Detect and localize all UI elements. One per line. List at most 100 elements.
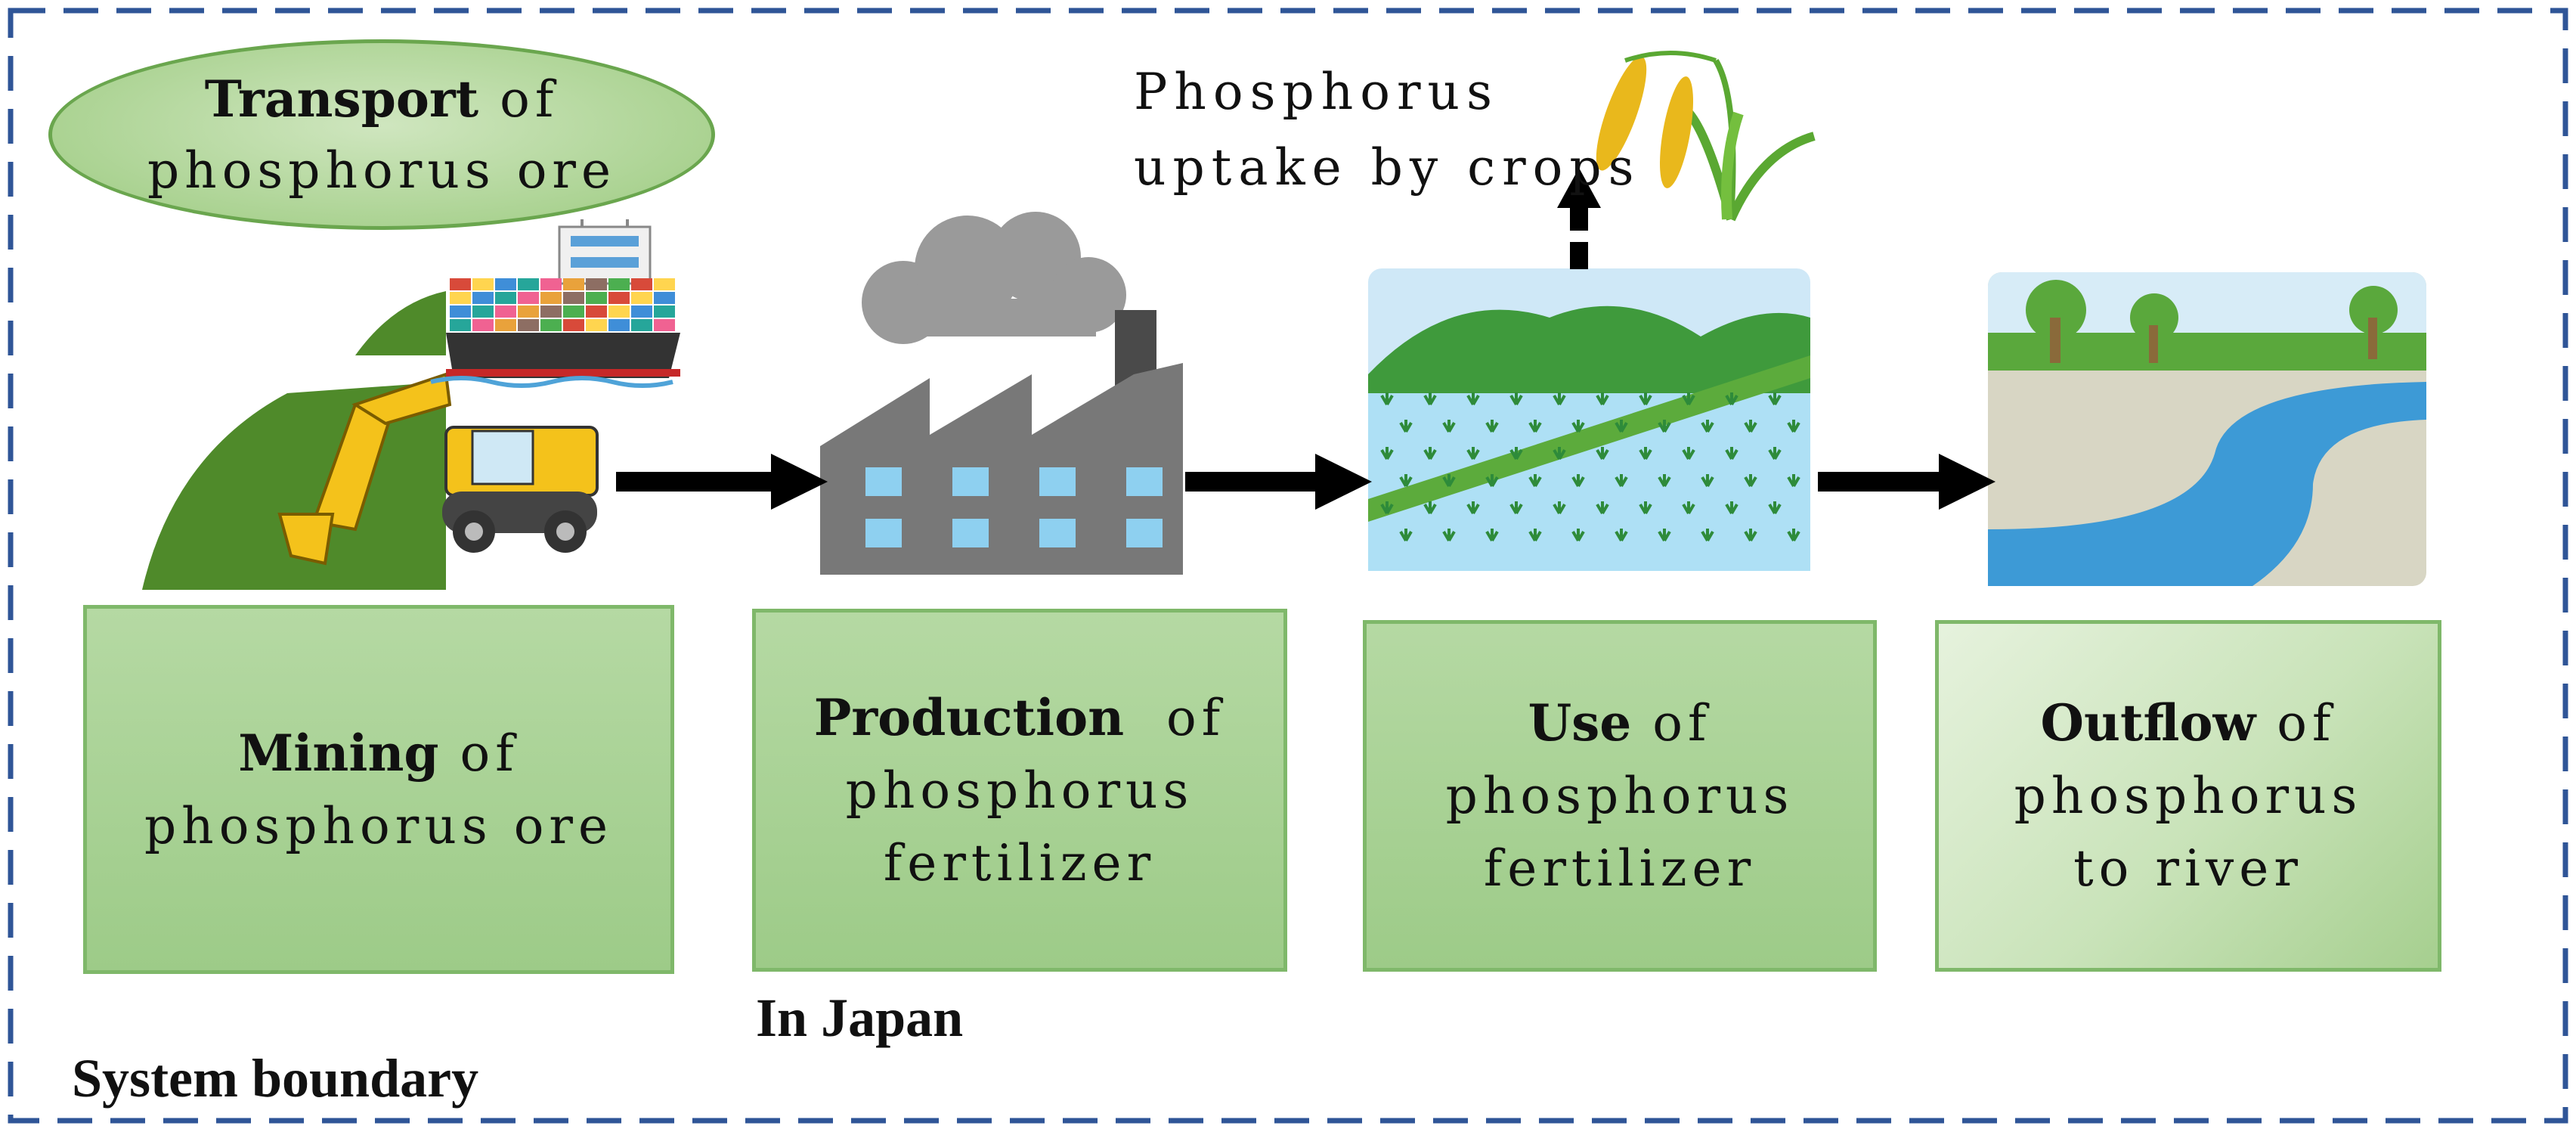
rice-sprout [1571,474,1585,488]
rice-sprout [1466,447,1480,461]
river-icon [1988,272,2426,586]
region-label: In Japan [756,988,964,1048]
container-block [495,305,516,318]
rice-sprout [1658,529,1671,542]
container-block [631,292,652,304]
rice-sprout [1553,447,1566,461]
rice-sprout [1768,392,1782,406]
factory-window [952,519,989,547]
container-block [631,278,652,290]
rice-sprout [1701,474,1714,488]
factory-window [1039,519,1076,547]
rice-sprout [1615,529,1628,542]
rice-sprout [1553,392,1566,406]
factory-window [1039,467,1076,496]
rice-sprout [1571,529,1585,542]
rice-sprout [1682,501,1695,515]
rice-sprout [1639,501,1652,515]
rice-sprout [1380,392,1394,406]
container-block [563,319,584,331]
rice-sprout [1744,529,1757,542]
rice-sprout [1423,501,1437,515]
container-block [495,319,516,331]
container-block [518,319,539,331]
rice-plant-icon [1596,51,1816,222]
rice-sprout [1466,501,1480,515]
cargo-ship-icon [430,219,680,388]
system-boundary-label: System boundary [72,1048,479,1109]
rice-sprout [1787,474,1800,488]
rice-sprout [1658,420,1671,433]
container-block [540,319,562,331]
rice-sprout [1466,392,1480,406]
container-block [586,292,607,304]
rice-sprout [1528,529,1542,542]
container-block [654,278,675,290]
rice-sprout [1787,529,1800,542]
container-block [654,319,675,331]
rice-sprout [1615,420,1628,433]
rice-sprout [1380,447,1394,461]
container-block [450,319,471,331]
rice-sprout [1528,420,1542,433]
factory-window [1126,519,1163,547]
container-block [563,278,584,290]
container-block [450,292,471,304]
container-block [608,278,630,290]
rice-sprout [1658,474,1671,488]
factory-window [1126,467,1163,496]
rice-sprout [1725,501,1738,515]
rice-sprout [1485,529,1499,542]
rice-sprout [1744,420,1757,433]
factory-icon [820,212,1183,575]
container-block [472,292,494,304]
factory-window [865,467,902,496]
system-boundary [8,8,2568,1124]
factory-window [952,467,989,496]
container-block [518,292,539,304]
container-block [472,319,494,331]
rice-sprout [1768,447,1782,461]
rice-sprout [1423,392,1437,406]
container-block [450,278,471,290]
container-block [631,305,652,318]
rice-sprout [1442,529,1456,542]
rice-sprout [1509,392,1523,406]
rice-sprout [1596,447,1609,461]
rice-sprout [1639,392,1652,406]
rice-sprout [1725,392,1738,406]
arrow-mining-to-production [616,454,828,510]
rice-sprout [1744,474,1757,488]
container-block [586,319,607,331]
container-block [563,292,584,304]
factory-window [865,519,902,547]
rice-sprout [1615,474,1628,488]
container-block [608,292,630,304]
container-block [586,278,607,290]
rice-sprout [1682,447,1695,461]
rice-sprout [1380,501,1394,515]
arrow-uptake-dashed [1557,168,1601,269]
rice-sprout [1571,420,1585,433]
container-block [608,305,630,318]
rice-sprout [1485,474,1499,488]
container-block [495,278,516,290]
container-block [472,305,494,318]
rice-sprout [1553,501,1566,515]
container-block [586,305,607,318]
rice-sprout [1701,420,1714,433]
rice-sprout [1399,420,1413,433]
container-block [518,278,539,290]
mining-excavator-icon [142,291,599,590]
